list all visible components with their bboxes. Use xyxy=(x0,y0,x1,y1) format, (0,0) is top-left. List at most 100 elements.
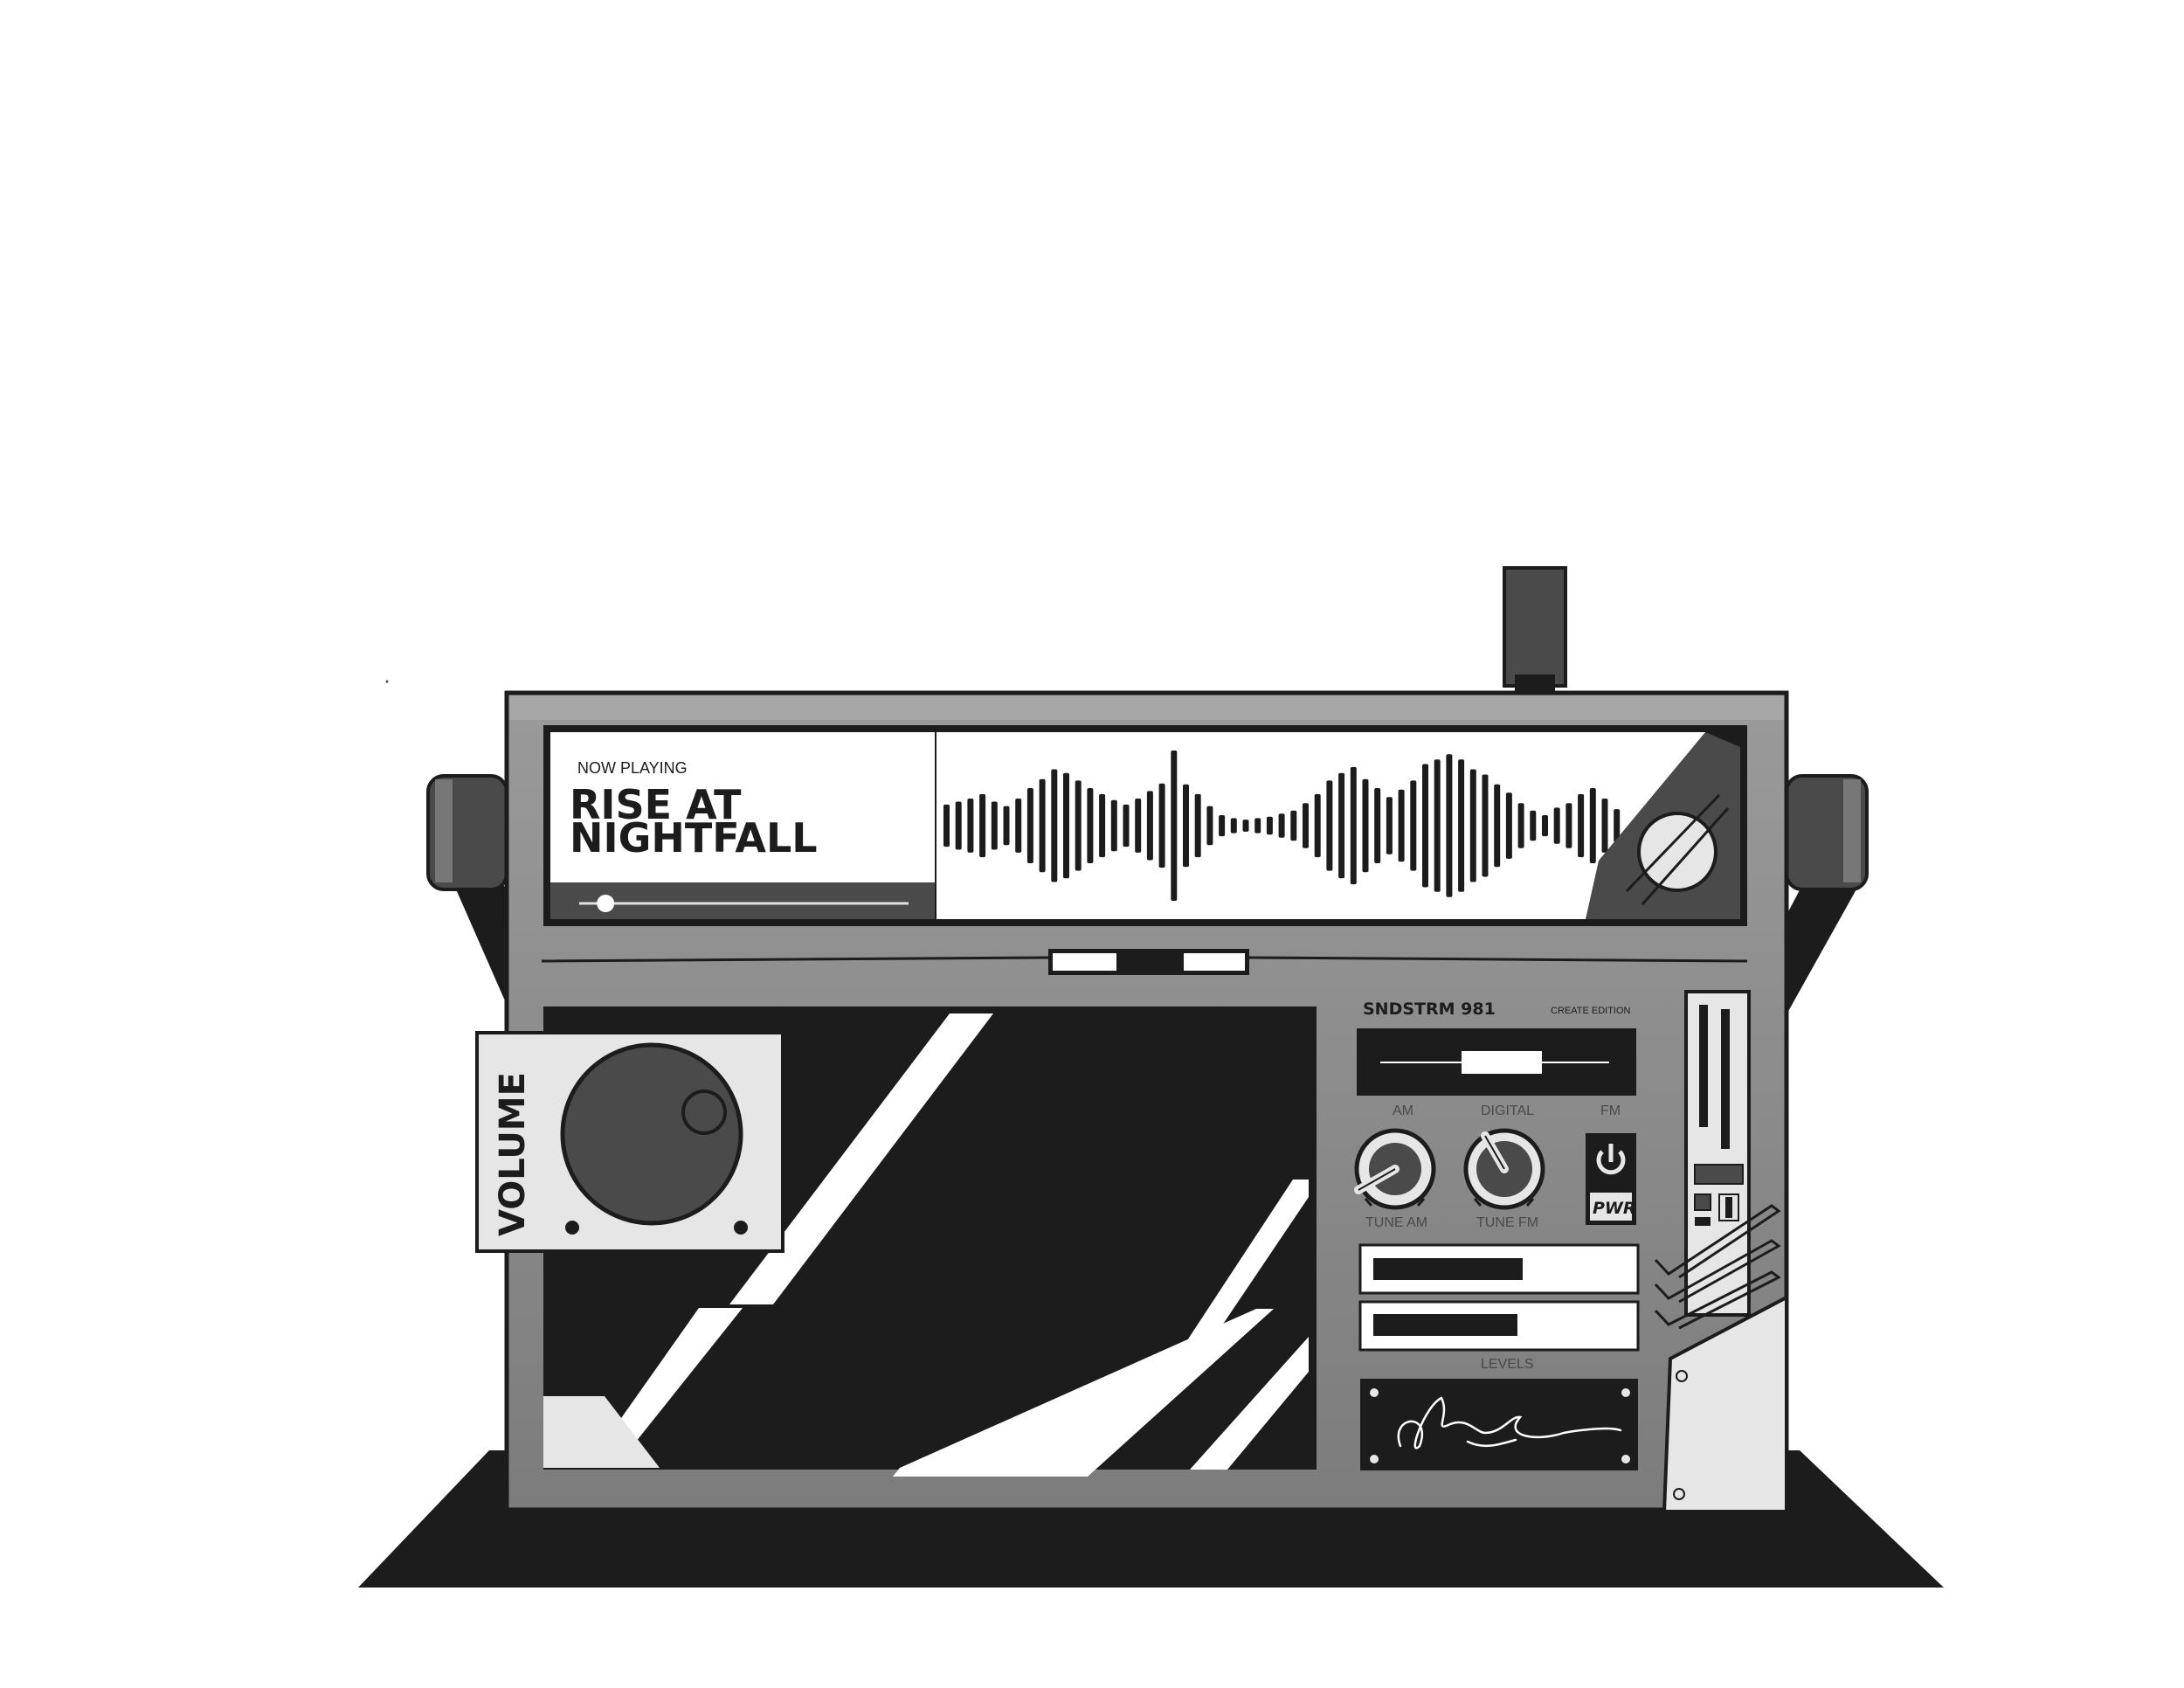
waveform-bar xyxy=(1039,778,1046,873)
waveform-bar xyxy=(1469,769,1476,882)
waveform-bar xyxy=(1458,759,1465,892)
waveform-bar xyxy=(1230,818,1237,834)
waveform-bar xyxy=(1051,769,1058,882)
waveform-bar xyxy=(1589,788,1596,863)
waveform-bar xyxy=(967,799,974,853)
tweeter xyxy=(1637,812,1717,892)
waveform-bar xyxy=(1601,799,1608,853)
waveform-bar xyxy=(1158,783,1165,868)
waveform-bar xyxy=(1219,815,1226,837)
waveform-bar xyxy=(1494,784,1501,868)
waveform-bar xyxy=(1171,751,1178,901)
waveform-bar xyxy=(1075,780,1082,871)
waveform-bar xyxy=(1183,784,1189,868)
waveform-bar xyxy=(1242,820,1249,832)
cable-loops xyxy=(1654,1204,1781,1330)
power-icon xyxy=(1596,1144,1626,1175)
waveform-bar xyxy=(943,804,950,847)
waveform-bar xyxy=(1422,764,1428,888)
waveform-bar xyxy=(1350,766,1357,885)
waveform-bar xyxy=(1338,772,1345,879)
level-bar-left xyxy=(1373,1258,1523,1280)
band-am[interactable]: AM xyxy=(1393,1103,1413,1118)
volume-knob[interactable] xyxy=(560,1042,743,1226)
volume-knob-indicator xyxy=(681,1090,727,1135)
waveform-bar xyxy=(1063,772,1069,879)
band-digital[interactable]: DIGITAL xyxy=(1481,1103,1534,1118)
screw-icon xyxy=(1370,1455,1379,1463)
waveform-bar xyxy=(1254,818,1261,834)
waveform-bar xyxy=(1386,797,1393,854)
power-label: PWR xyxy=(1593,1199,1636,1218)
band-fm[interactable]: FM xyxy=(1600,1103,1621,1118)
waveform-bar xyxy=(1314,793,1321,858)
tune-am-knob[interactable] xyxy=(1354,1128,1436,1210)
band-selector[interactable]: AM DIGITAL FM xyxy=(1357,1028,1636,1118)
waveform-panel xyxy=(936,732,1705,919)
screw-icon xyxy=(1621,1455,1630,1463)
screw-icon xyxy=(734,1221,748,1235)
screw-icon xyxy=(1370,1388,1379,1397)
tweeter-panel xyxy=(1586,732,1740,919)
tune-am-label: TUNE AM xyxy=(1365,1215,1427,1230)
tune-fm-label: TUNE FM xyxy=(1476,1215,1538,1230)
tune-fm-knob[interactable] xyxy=(1463,1128,1545,1210)
waveform-bar xyxy=(1578,793,1585,858)
screw-icon xyxy=(1676,1370,1688,1382)
volume-module: VOLUME xyxy=(475,1031,784,1253)
levels-meter: LEVELS xyxy=(1358,1243,1640,1372)
waveform-bar xyxy=(1542,815,1548,837)
edition-label: CREATE EDITION xyxy=(1551,1006,1631,1016)
progress-knob[interactable] xyxy=(597,895,615,912)
body-seam xyxy=(541,956,1748,963)
body-top-strip xyxy=(509,695,1784,720)
volume-label: VOLUME xyxy=(493,1072,533,1236)
waveform-bar xyxy=(1446,754,1453,897)
levels-label: LEVELS xyxy=(1481,1357,1533,1372)
waveform-bar xyxy=(991,801,998,850)
waveform-bar xyxy=(1003,806,1010,846)
waveform-bar xyxy=(1434,759,1441,892)
waveform-bar xyxy=(979,793,986,858)
waveform-bar xyxy=(1194,793,1201,858)
waveform-bar xyxy=(1146,791,1153,861)
waveform-bar xyxy=(1135,799,1142,853)
waveform-bar xyxy=(1565,803,1572,848)
waveform-bar xyxy=(1374,788,1381,863)
waveform-bar xyxy=(1530,810,1537,841)
side-fader-panel xyxy=(1684,990,1751,1317)
track-title-line1: RISE AT xyxy=(570,781,742,828)
signature-plate xyxy=(1360,1379,1638,1470)
waveform-bar xyxy=(1015,799,1022,853)
screw-icon xyxy=(1621,1388,1630,1397)
waveform-bar xyxy=(1266,816,1273,835)
screw-icon xyxy=(565,1221,579,1235)
side-cover-panel xyxy=(1662,1294,1788,1513)
tape-slot[interactable] xyxy=(1048,949,1249,975)
waveform-bar xyxy=(1398,789,1405,862)
waveform-bar xyxy=(1278,813,1285,838)
waveform-bar xyxy=(1553,807,1560,844)
waveform-bar xyxy=(1303,803,1309,848)
track-title-line2: NIGHTFALL xyxy=(570,814,818,861)
fader-right[interactable] xyxy=(1721,1009,1730,1149)
waveform-bar xyxy=(1087,788,1094,863)
waveform-bar xyxy=(1206,806,1213,846)
now-playing-panel: NOW PLAYING RISE AT NIGHTFALL xyxy=(550,732,935,919)
waveform-bar xyxy=(1410,780,1417,871)
antenna-nub[interactable] xyxy=(1503,566,1567,694)
model-name: SNDSTRM 981 xyxy=(1363,1000,1496,1019)
waveform-bar xyxy=(1362,778,1369,873)
screw-icon xyxy=(1673,1488,1685,1500)
waveform-bar xyxy=(1326,780,1333,871)
waveform-bar xyxy=(1110,799,1117,852)
now-playing-label: NOW PLAYING xyxy=(577,759,688,777)
band-slider-thumb[interactable] xyxy=(1462,1051,1542,1074)
waveform-bar xyxy=(1026,788,1033,863)
waveform-bar xyxy=(1123,804,1130,847)
fader-left[interactable] xyxy=(1699,1005,1708,1127)
level-bar-right xyxy=(1373,1314,1517,1336)
power-button[interactable]: PWR xyxy=(1586,1133,1636,1225)
waveform-bar xyxy=(1505,792,1512,859)
